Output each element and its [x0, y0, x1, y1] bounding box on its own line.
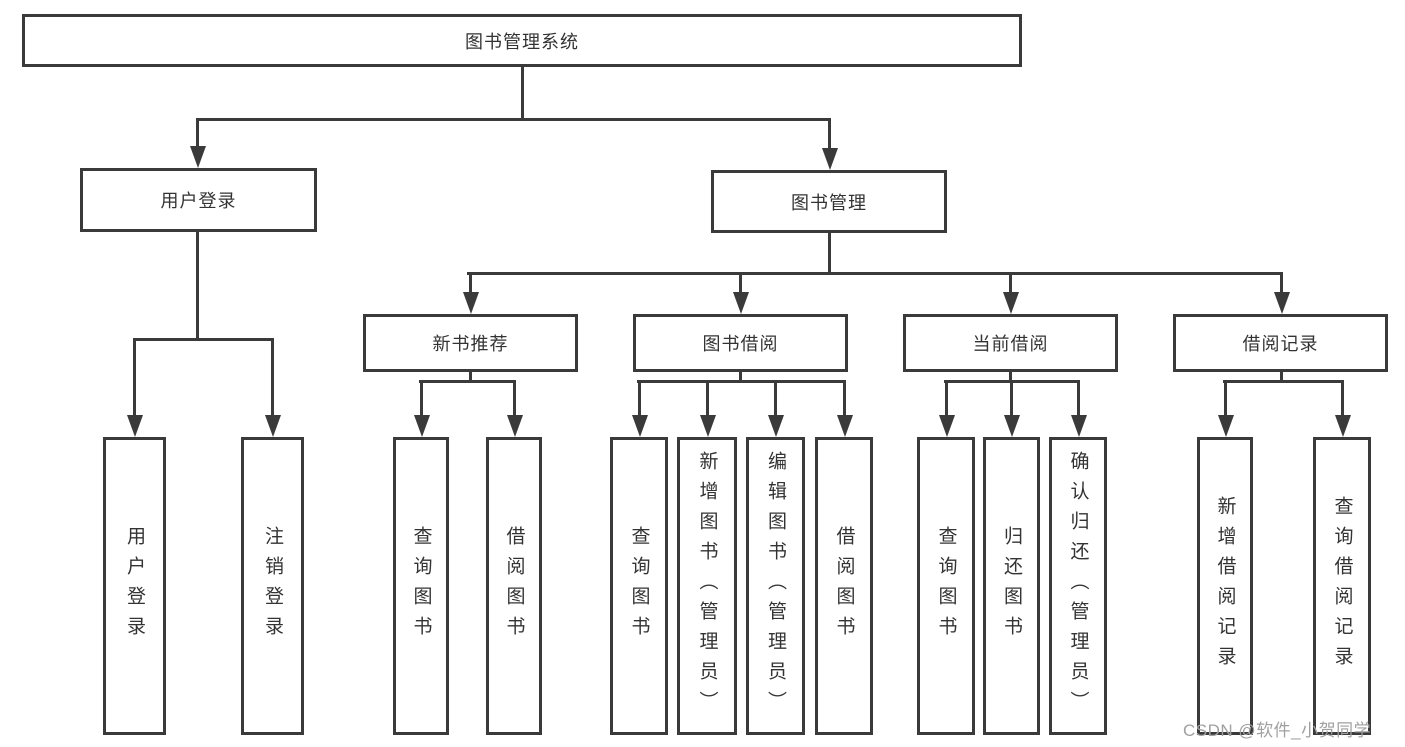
connector-leaf-drop: [271, 338, 274, 415]
leaf-add-books-admin: 新增图书（管理员）: [677, 437, 737, 735]
leaf-user-login: 用户登录: [103, 437, 166, 735]
leaf-borrow-books-recommend: 借阅图书: [486, 437, 542, 735]
node-label: 新增图书（管理员）: [696, 451, 718, 721]
leaf-confirm-return-admin: 确认归还（管理员）: [1049, 437, 1107, 735]
connector-leaf-drop: [1341, 380, 1344, 415]
arrowhead-down-icon: [733, 292, 749, 314]
arrowhead-down-icon: [1004, 415, 1020, 437]
leaf-query-books-borrowing: 查询图书: [610, 437, 668, 735]
leaf-query-borrow-record: 查询借阅记录: [1313, 437, 1371, 735]
connector-level2-drop: [739, 272, 742, 292]
arrowhead-down-icon: [632, 415, 648, 437]
node-book-management: 图书管理: [711, 170, 947, 233]
connector-leaf-drop: [420, 380, 423, 415]
node-label: 注销登录: [262, 526, 283, 646]
arrowhead-down-icon: [939, 415, 955, 437]
node-library-management-system: 图书管理系统: [22, 14, 1022, 67]
node-user-login: 用户登录: [80, 168, 317, 232]
arrowhead-down-icon: [463, 292, 479, 314]
arrowhead-down-icon: [1274, 292, 1290, 314]
node-label: 借阅图书: [503, 526, 525, 646]
leaf-query-books-current: 查询图书: [917, 437, 975, 735]
node-label: 借阅记录: [1242, 334, 1319, 354]
node-current-borrowing: 当前借阅: [903, 314, 1118, 372]
leaf-edit-books-admin: 编辑图书（管理员）: [746, 437, 805, 735]
arrowhead-down-icon: [700, 415, 716, 437]
node-label: 查询借阅记录: [1331, 496, 1353, 676]
connector-level1-branch: [196, 118, 831, 121]
arrowhead-down-icon: [1218, 415, 1234, 437]
connector-branch: [419, 380, 516, 383]
connector-level2-drop: [1280, 272, 1283, 292]
leaf-query-books-recommend: 查询图书: [393, 437, 449, 735]
connector-stem: [469, 372, 472, 380]
node-label: 归还图书: [1001, 526, 1022, 646]
node-new-book-recommendation: 新书推荐: [363, 314, 578, 372]
connector-user-login-drop: [196, 118, 199, 146]
arrowhead-down-icon: [837, 415, 853, 437]
arrowhead-down-icon: [822, 148, 838, 170]
connector-stem: [1009, 372, 1012, 380]
connector-leaf-drop: [945, 380, 948, 415]
connector-level2-drop: [469, 272, 472, 292]
leaf-borrow-books: 借阅图书: [815, 437, 873, 735]
connector-leaf-drop: [706, 380, 709, 415]
arrowhead-down-icon: [1071, 415, 1087, 437]
connector-book-management-drop: [828, 118, 831, 148]
connector-leaf-drop: [843, 380, 846, 415]
arrowhead-down-icon: [1003, 292, 1019, 314]
node-label: 查询图书: [935, 526, 957, 646]
arrowhead-down-icon: [768, 415, 784, 437]
node-label: 用户登录: [124, 526, 145, 646]
connector-book-management-stem: [828, 233, 831, 272]
connector-leaf-drop: [513, 380, 516, 415]
node-label: 当前借阅: [972, 334, 1049, 354]
arrowhead-down-icon: [190, 146, 206, 168]
connector-leaf-drop: [638, 380, 641, 415]
arrowhead-down-icon: [414, 415, 430, 437]
node-label: 新书推荐: [432, 334, 509, 354]
node-borrowing-records: 借阅记录: [1173, 314, 1388, 372]
node-label: 图书管理系统: [465, 31, 579, 52]
connector-leaf-drop: [1010, 380, 1013, 415]
arrowhead-down-icon: [507, 415, 523, 437]
connector-level2-branch: [467, 272, 1283, 275]
leaf-return-books: 归还图书: [983, 437, 1040, 735]
connector-level2-drop: [1009, 272, 1012, 292]
arrowhead-down-icon: [265, 415, 281, 437]
node-label: 确认归还（管理员）: [1067, 451, 1089, 721]
connector-stem: [1280, 372, 1283, 380]
arrowhead-down-icon: [1335, 415, 1351, 437]
connector-root-stem: [521, 67, 524, 118]
node-label: 用户登录: [160, 191, 237, 211]
node-book-borrowing: 图书借阅: [633, 314, 848, 372]
node-label: 编辑图书（管理员）: [765, 451, 786, 721]
node-label: 查询图书: [628, 526, 650, 646]
arrowhead-down-icon: [127, 415, 143, 437]
connector-leaf-drop: [133, 338, 136, 415]
connector-leaf-drop: [1224, 380, 1227, 415]
node-label: 查询图书: [410, 526, 432, 646]
leaf-add-borrow-record: 新增借阅记录: [1197, 437, 1253, 735]
node-label: 借阅图书: [833, 526, 855, 646]
csdn-watermark: CSDN @软件_小贺同学: [1183, 721, 1372, 740]
connector-branch: [1223, 380, 1344, 383]
connector-user-login-stem: [196, 232, 199, 338]
connector-leaf-drop: [774, 380, 777, 415]
connector-branch: [637, 380, 846, 383]
connector-stem: [739, 372, 742, 380]
leaf-logout: 注销登录: [241, 437, 304, 735]
node-label: 新增借阅记录: [1214, 496, 1236, 676]
node-label: 图书借阅: [702, 334, 779, 354]
node-label: 图书管理: [791, 192, 867, 213]
connector-user-login-branch: [133, 338, 274, 341]
connector-leaf-drop: [1077, 380, 1080, 415]
